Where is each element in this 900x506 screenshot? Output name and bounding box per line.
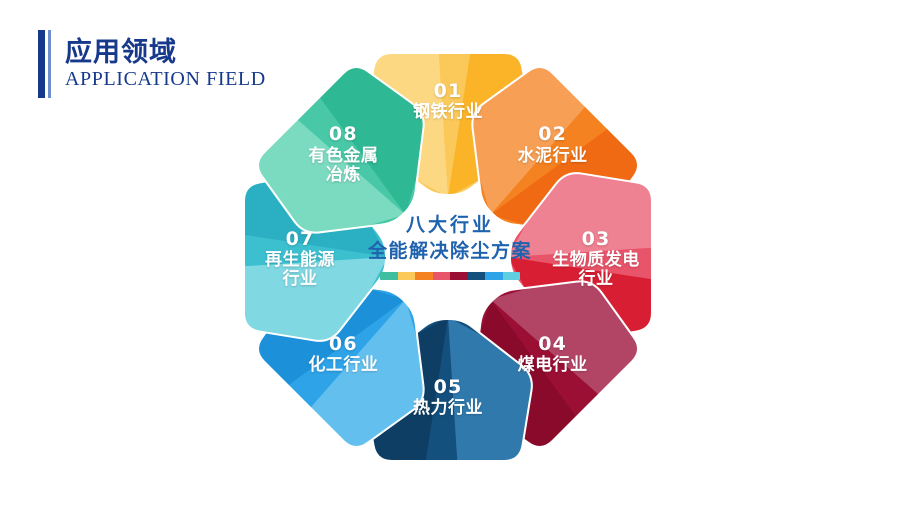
page-title-en: APPLICATION FIELD xyxy=(65,68,266,91)
color-bar-segment-2 xyxy=(397,272,415,281)
center-title-line1: 八大行业 xyxy=(405,214,494,236)
color-bar-segment-4 xyxy=(432,272,450,281)
segment-facet-light xyxy=(510,173,652,257)
segment-outline xyxy=(471,280,639,448)
center-caption: 八大行业 全能解决除尘方案 xyxy=(330,213,570,281)
color-bar-segment-5 xyxy=(450,272,468,281)
accent-bar-thin-icon xyxy=(48,30,51,98)
segment-facet-light xyxy=(448,319,532,461)
wheel-svg xyxy=(243,52,653,462)
segment-facet-light xyxy=(244,257,386,341)
color-bar-segment-1 xyxy=(380,272,398,281)
color-bar-segment-8 xyxy=(502,272,520,281)
segment-outline xyxy=(243,172,387,342)
center-color-bar xyxy=(380,272,520,281)
color-bar-segment-7 xyxy=(485,272,503,281)
segment-outline xyxy=(257,280,425,448)
page-header: 应用领域 APPLICATION FIELD xyxy=(38,30,266,98)
header-text-group: 应用领域 APPLICATION FIELD xyxy=(65,30,266,98)
header-accent-bars xyxy=(38,30,51,98)
segment-outline xyxy=(471,66,639,234)
page-title-cn: 应用领域 xyxy=(65,36,177,68)
segment-outline xyxy=(257,66,425,234)
center-title-line2: 全能解决除尘方案 xyxy=(367,239,532,262)
segment-outline xyxy=(509,172,653,342)
accent-bar-thick-icon xyxy=(38,30,45,98)
color-bar-segment-3 xyxy=(415,272,433,281)
segment-outline xyxy=(363,318,533,462)
color-bar-segment-6 xyxy=(467,272,485,281)
